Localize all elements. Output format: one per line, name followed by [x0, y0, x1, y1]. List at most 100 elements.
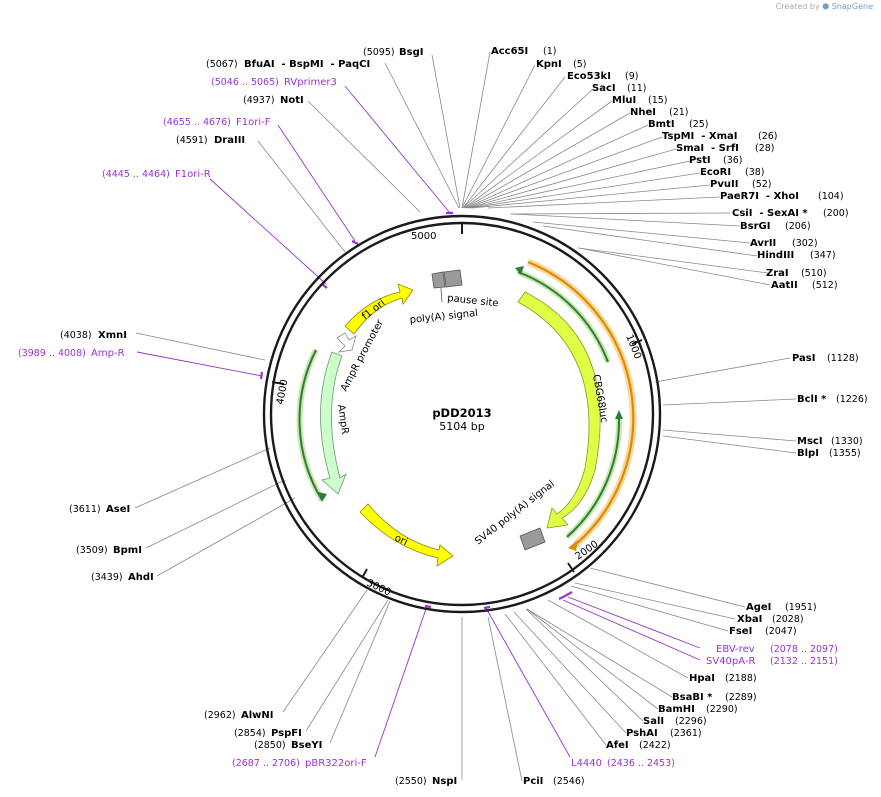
primer-label: SV40pA-R [706, 656, 755, 667]
enzyme-position: (512) [812, 280, 838, 291]
feature-ampr: AmpR [320, 351, 350, 495]
tick-label-3000: 3000 [365, 578, 393, 599]
enzyme-position: (2962) [204, 710, 236, 721]
primer-label: pBR322ori-F [305, 758, 367, 769]
enzyme-position: (1226) [836, 394, 868, 405]
primer-position: (2132 .. 2151) [770, 656, 838, 667]
enzyme-label: AvrII [750, 238, 776, 249]
enzyme-label: NspI [432, 776, 457, 787]
primer-leaders [136, 85, 701, 758]
enzyme-position: (2290) [706, 704, 738, 715]
enzyme-label: BseYI [291, 740, 322, 751]
primer-position: (3989 .. 4008) [18, 348, 86, 359]
enzyme-label: PstI [689, 155, 711, 166]
primer-label: F1ori-F [236, 117, 271, 128]
enzyme-position: (26) [758, 131, 778, 142]
enzyme-label: SmaI - SrfI [676, 143, 739, 154]
enzyme-position: (4937) [243, 95, 275, 106]
enzyme-leaders-left [134, 54, 463, 780]
enzyme-label: TspMI - XmaI [662, 131, 737, 142]
enzyme-label: SalI [643, 716, 664, 727]
primer-label: RVprimer3 [284, 77, 337, 88]
enzyme-label: KpnI [536, 59, 562, 70]
enzyme-label: PasI [792, 353, 815, 364]
enzyme-label: AfeI [606, 740, 629, 751]
enzyme-position: (15) [648, 95, 668, 106]
enzyme-label: Eco53kI [567, 71, 611, 82]
enzyme-position: (5067) [206, 59, 238, 70]
enzyme-position: (5095) [363, 47, 395, 58]
enzyme-position: (347) [810, 250, 836, 261]
enzyme-label: PciI [523, 776, 543, 787]
enzyme-label: BfuAI - BspMI - PaqCI [244, 59, 370, 70]
enzyme-position: (4038) [60, 330, 92, 341]
primer-position: (2687 .. 2706) [232, 758, 300, 769]
enzyme-position: (1) [543, 46, 556, 57]
enzyme-position: (2296) [675, 716, 707, 727]
primer-label: L4440 [571, 758, 602, 769]
enzyme-label: FseI [729, 626, 752, 637]
enzyme-label: BlpI [797, 448, 819, 459]
enzyme-position: (2850) [254, 740, 286, 751]
enzyme-label: XmnI [98, 330, 127, 341]
enzyme-position: (52) [752, 179, 772, 190]
enzyme-position: (11) [627, 83, 647, 94]
enzyme-label: MluI [612, 95, 636, 106]
enzyme-label: BsrGI [740, 221, 770, 232]
scale-ticks [271, 222, 643, 579]
enzyme-position: (2361) [670, 728, 702, 739]
enzyme-label: BpmI [113, 545, 142, 556]
enzyme-position: (2188) [725, 673, 757, 684]
enzyme-label: BsgI [399, 47, 423, 58]
enzyme-position: (302) [792, 238, 818, 249]
plasmid-name: pDD2013 [432, 406, 491, 420]
enzyme-position: (2854) [234, 728, 266, 739]
credit-prefix: Created by [775, 2, 820, 11]
feature-ori: ori [359, 503, 454, 567]
primer-position: (2078 .. 2097) [770, 644, 838, 655]
enzyme-label: SacI [592, 83, 616, 94]
enzyme-position: (200) [823, 208, 849, 219]
enzyme-position: (1128) [827, 353, 859, 364]
enzyme-position: (2546) [553, 776, 585, 787]
enzyme-position: (3509) [76, 545, 108, 556]
primer-position: (5046 .. 5065) [211, 77, 279, 88]
enzyme-position: (9) [625, 71, 638, 82]
primer-position: (4445 .. 4464) [102, 169, 170, 180]
primer-position: (4655 .. 4676) [163, 117, 231, 128]
snapgene-credit: Created by ⬢ SnapGene [776, 2, 873, 11]
enzyme-label: HindIII [757, 250, 794, 261]
enzyme-position: (28) [755, 143, 775, 154]
feature-label-polya-signal: poly(A) signal [409, 308, 478, 326]
enzyme-label: EcoRI [700, 167, 731, 178]
feature-label-ampr-promoter: AmpR promoter [339, 317, 386, 393]
primer-labels: (5046 .. 5065) RVprimer3 (4655 .. 4676) … [18, 77, 838, 769]
primer-label: EBV-rev [716, 644, 755, 655]
enzyme-position: (36) [723, 155, 743, 166]
enzyme-position: (510) [801, 268, 827, 279]
enzyme-position: (2028) [772, 614, 804, 625]
enzyme-label: PaeR7I - XhoI [720, 191, 799, 202]
enzyme-label: NotI [280, 95, 304, 106]
enzyme-position: (4591) [176, 135, 208, 146]
credit-brand: SnapGene [831, 2, 873, 11]
enzyme-position: (21) [669, 107, 689, 118]
feature-label-pause-site: pause site [447, 293, 499, 309]
enzyme-label: PspFI [271, 728, 302, 739]
enzyme-position: (1951) [785, 602, 817, 613]
tick-label-5000: 5000 [411, 231, 436, 242]
enzyme-label: PvuII [710, 179, 738, 190]
feature-polya-pause: pause site poly(A) signal [409, 269, 499, 326]
enzyme-position: (25) [689, 119, 709, 130]
feature-ampr-promoter: AmpR promoter [336, 317, 386, 393]
enzyme-label: ZraI [766, 268, 789, 279]
enzyme-position: (1330) [831, 436, 863, 447]
enzyme-position: (2550) [395, 776, 427, 787]
enzyme-position: (3611) [69, 504, 101, 515]
orf-arcs [296, 258, 637, 551]
enzyme-position: (2289) [725, 692, 757, 703]
enzyme-label: HpaI [689, 673, 715, 684]
enzyme-leaders-right [461, 51, 797, 782]
primer-position: (2436 .. 2453) [607, 758, 675, 769]
feature-label-ampr: AmpR [335, 404, 350, 435]
